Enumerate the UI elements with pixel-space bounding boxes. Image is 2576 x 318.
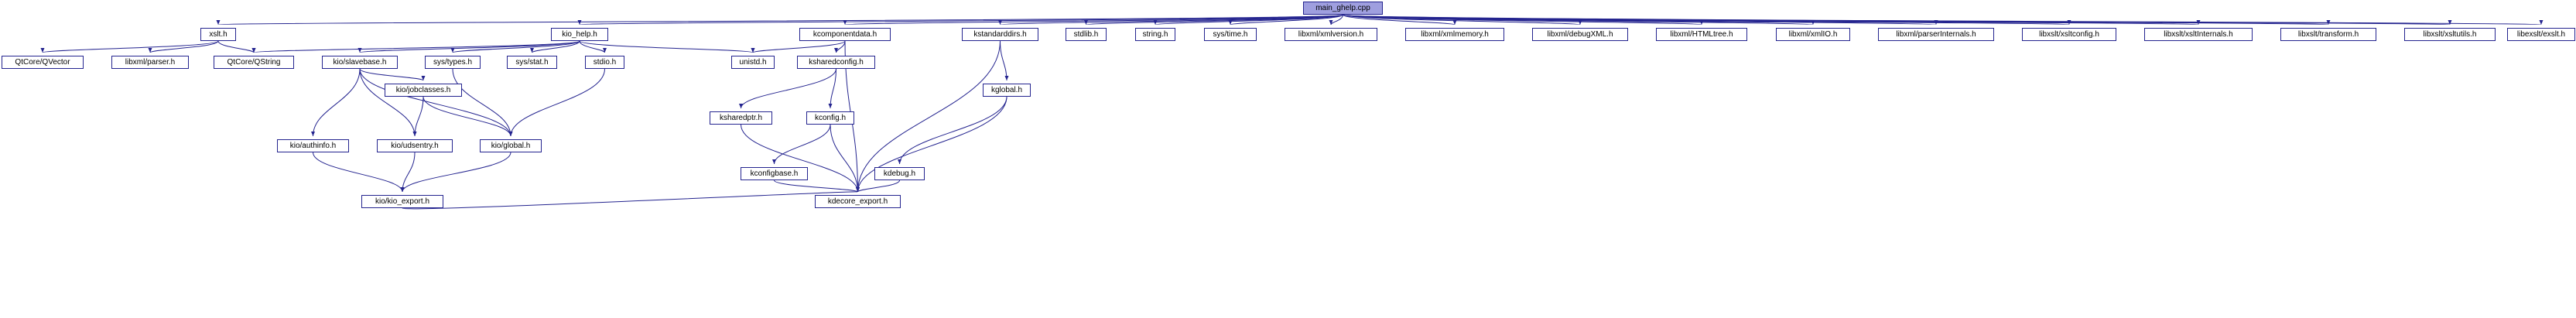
node-kio-udsentry-h[interactable]: kio/udsentry.h (377, 139, 453, 152)
node-kio-help-h[interactable]: kio_help.h (551, 28, 608, 41)
node-libxslt-xsltinternals-h[interactable]: libxslt/xsltInternals.h (2144, 28, 2253, 41)
node-kdebug-h[interactable]: kdebug.h (874, 167, 925, 180)
node-sys-time-h[interactable]: sys/time.h (1204, 28, 1257, 41)
node-libxml-parser-h[interactable]: libxml/parser.h (111, 56, 189, 69)
node-string-h[interactable]: string.h (1135, 28, 1175, 41)
node-main-ghelp-cpp[interactable]: main_ghelp.cpp (1303, 2, 1383, 15)
node-libxml-htmltree-h[interactable]: libxml/HTMLtree.h (1656, 28, 1747, 41)
node-libxml-xmlmemory-h[interactable]: libxml/xmlmemory.h (1405, 28, 1504, 41)
node-ksharedptr-h[interactable]: ksharedptr.h (710, 111, 772, 125)
node-kcomponentdata-h[interactable]: kcomponentdata.h (799, 28, 891, 41)
node-libxml-xmlio-h[interactable]: libxml/xmlIO.h (1776, 28, 1850, 41)
node-unistd-h[interactable]: unistd.h (731, 56, 775, 69)
node-libxml-parserinternals-h[interactable]: libxml/parserInternals.h (1878, 28, 1994, 41)
node-libxslt-transform-h[interactable]: libxslt/transform.h (2280, 28, 2376, 41)
node-libxslt-xsltutils-h[interactable]: libxslt/xsltutils.h (2404, 28, 2496, 41)
node-kconfig-h[interactable]: kconfig.h (806, 111, 854, 125)
node-ksharedconfig-h[interactable]: ksharedconfig.h (797, 56, 875, 69)
node-kio-authinfo-h[interactable]: kio/authinfo.h (277, 139, 349, 152)
node-libxslt-xsltconfig-h[interactable]: libxslt/xsltconfig.h (2022, 28, 2116, 41)
node-libxml-debugxml-h[interactable]: libxml/debugXML.h (1532, 28, 1628, 41)
node-kglobal-h[interactable]: kglobal.h (983, 84, 1031, 97)
node-kio-global-h[interactable]: kio/global.h (480, 139, 542, 152)
node-xslt-h[interactable]: xslt.h (200, 28, 236, 41)
node-qtcore-qvector[interactable]: QtCore/QVector (2, 56, 84, 69)
node-kstandarddirs-h[interactable]: kstandarddirs.h (962, 28, 1038, 41)
node-stdio-h[interactable]: stdio.h (585, 56, 624, 69)
node-kio-jobclasses-h[interactable]: kio/jobclasses.h (385, 84, 462, 97)
node-kconfigbase-h[interactable]: kconfigbase.h (741, 167, 808, 180)
node-libexslt-exslt-h[interactable]: libexslt/exslt.h (2507, 28, 2575, 41)
node-kdecore-export-h[interactable]: kdecore_export.h (815, 195, 901, 208)
node-sys-stat-h[interactable]: sys/stat.h (507, 56, 557, 69)
node-stdlib-h[interactable]: stdlib.h (1066, 28, 1107, 41)
node-kio-kio-export-h[interactable]: kio/kio_export.h (361, 195, 443, 208)
node-libxml-xmlversion-h[interactable]: libxml/xmlversion.h (1285, 28, 1377, 41)
node-sys-types-h[interactable]: sys/types.h (425, 56, 481, 69)
node-qtcore-qstring[interactable]: QtCore/QString (214, 56, 294, 69)
node-kio-slavebase-h[interactable]: kio/slavebase.h (322, 56, 398, 69)
